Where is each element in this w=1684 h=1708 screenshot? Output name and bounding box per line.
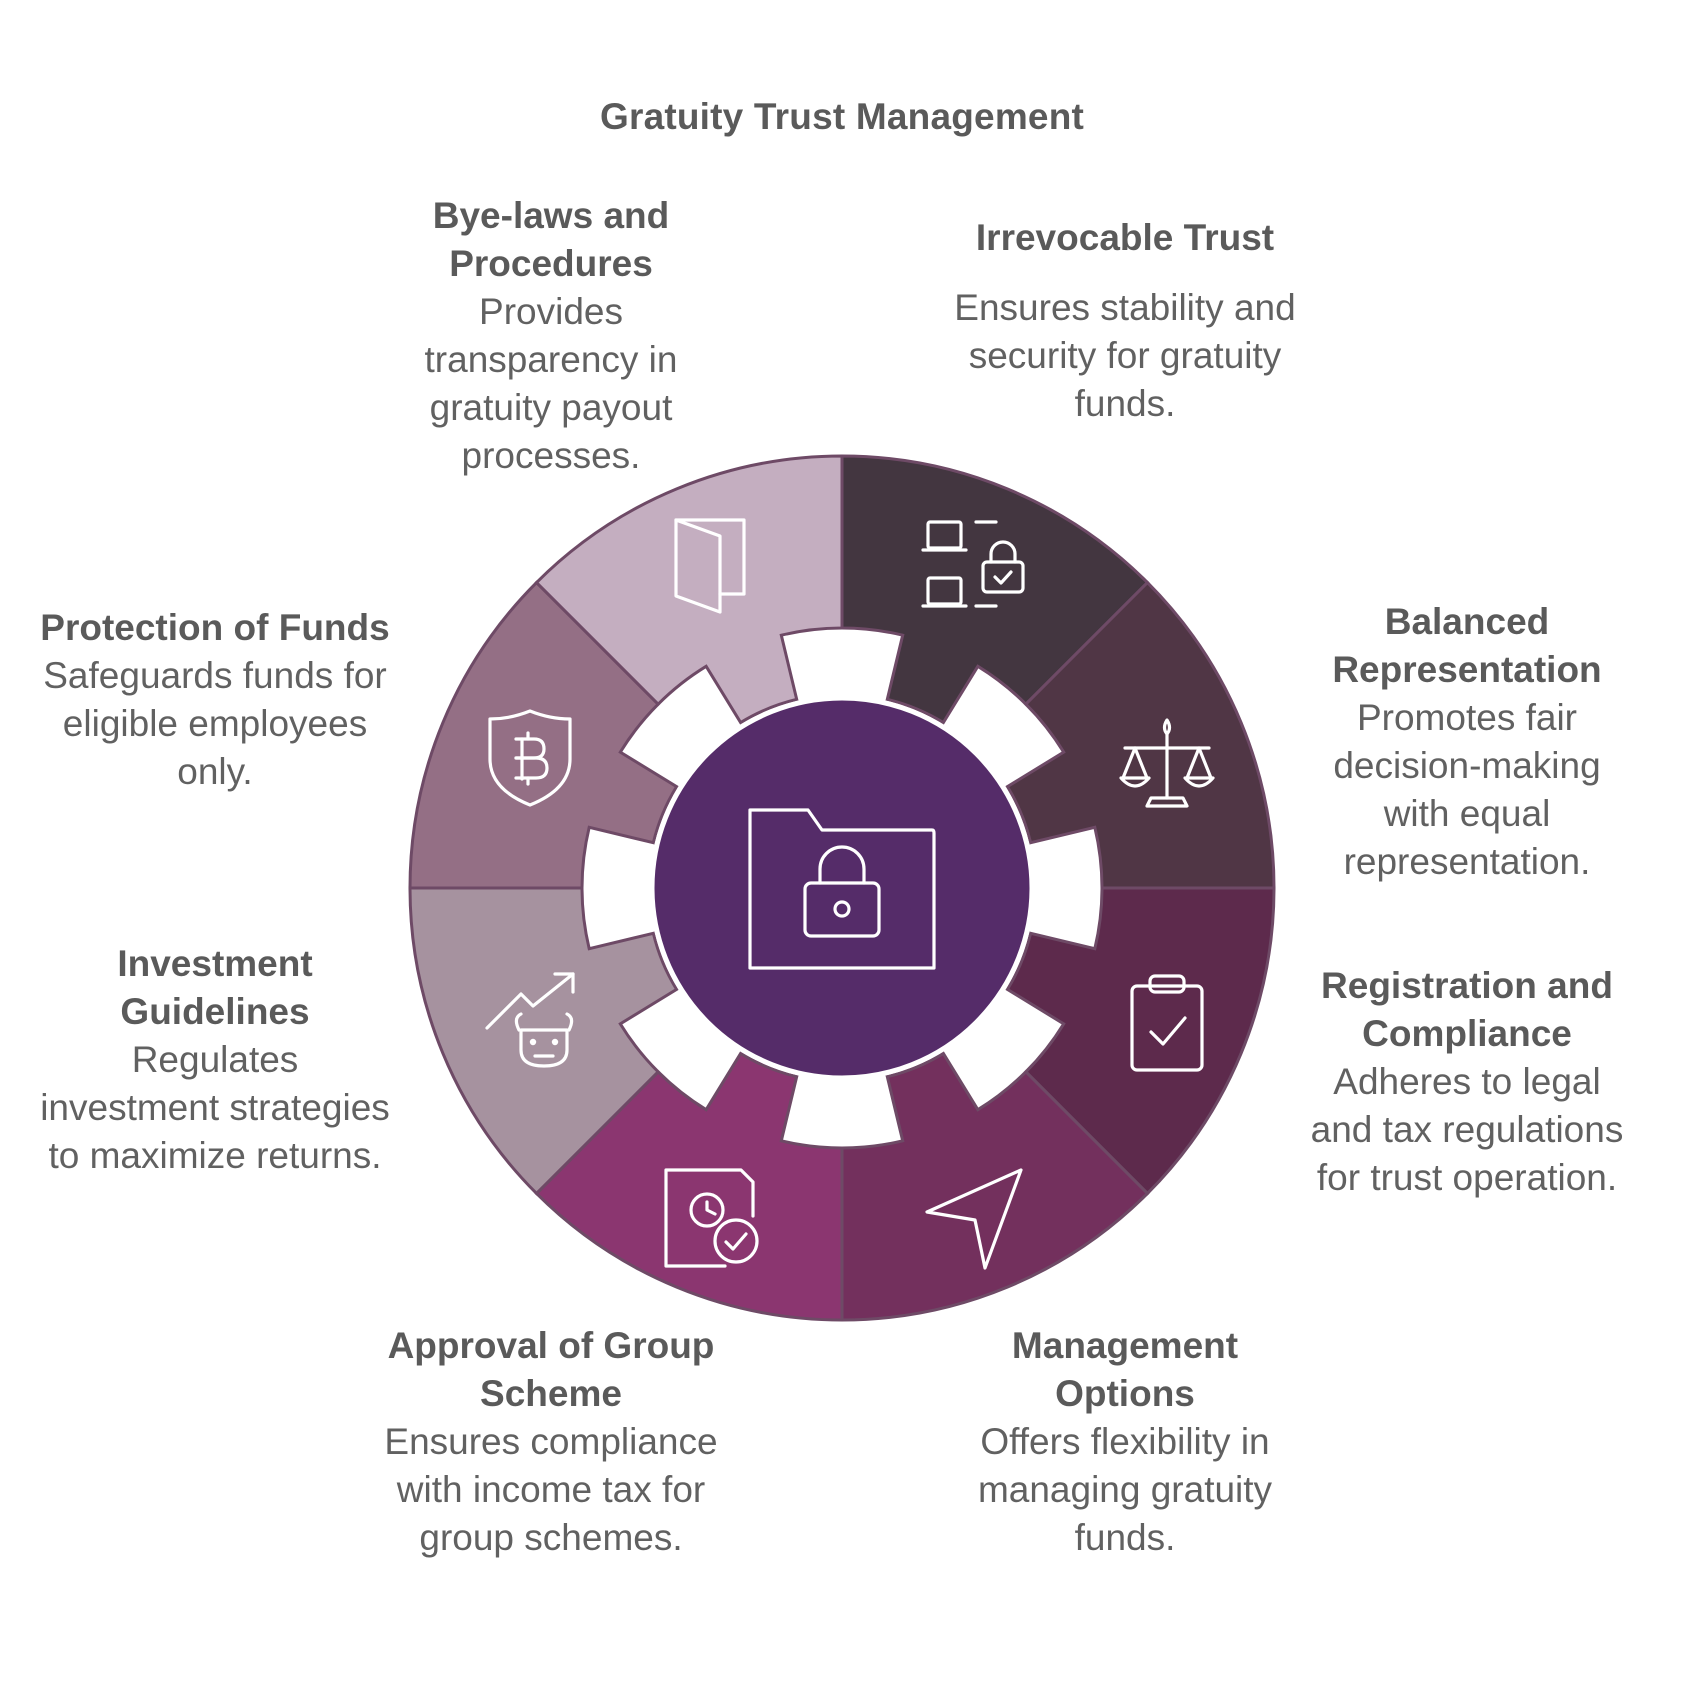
label-title: Balanced Representation (1332, 601, 1602, 690)
label-title: Registration and Compliance (1321, 965, 1613, 1054)
label-description: Regulates investment strategies to maxim… (40, 1039, 390, 1176)
spacer (90, 1448, 120, 1449)
center-hub (649, 695, 1035, 1081)
label-title: Bye-laws and Procedures (432, 195, 670, 284)
label-title: Management Options (1011, 1325, 1239, 1414)
page-title: Gratuity Trust Management (599, 96, 1085, 137)
segment-bye-laws-and-procedures (534, 454, 844, 725)
label-title: Investment Guidelines (117, 943, 313, 1032)
locked-folder-icon (748, 808, 936, 970)
label-description: Promotes fair decision-making with equal… (1333, 697, 1601, 882)
navigation-arrow-icon (925, 1168, 1023, 1270)
label-description: Offers flexibility in managing gratuity … (977, 1421, 1273, 1558)
label-title: Approval of Group Scheme (387, 1325, 715, 1414)
devices-lock-icon (921, 520, 1025, 608)
bull-market-icon (485, 972, 575, 1068)
book-icon (674, 518, 746, 614)
label-description: Safeguards funds for eligible employees … (43, 655, 387, 792)
bitcoin-shield-icon (488, 709, 572, 807)
label-description: Provides transparency in gratuity payout… (424, 291, 678, 476)
label-description: Ensures stability and security for gratu… (954, 287, 1296, 424)
document-clock-check-icon (664, 1168, 759, 1268)
label-description: Ensures compliance with income tax for g… (384, 1421, 718, 1558)
scales-icon (1119, 718, 1215, 808)
label-description: Adheres to legal and tax regulations for… (1310, 1061, 1624, 1198)
label-title: Protection of Funds (40, 607, 390, 648)
clipboard-check-icon (1130, 974, 1204, 1072)
label-title: Irrevocable Trust (975, 217, 1275, 258)
